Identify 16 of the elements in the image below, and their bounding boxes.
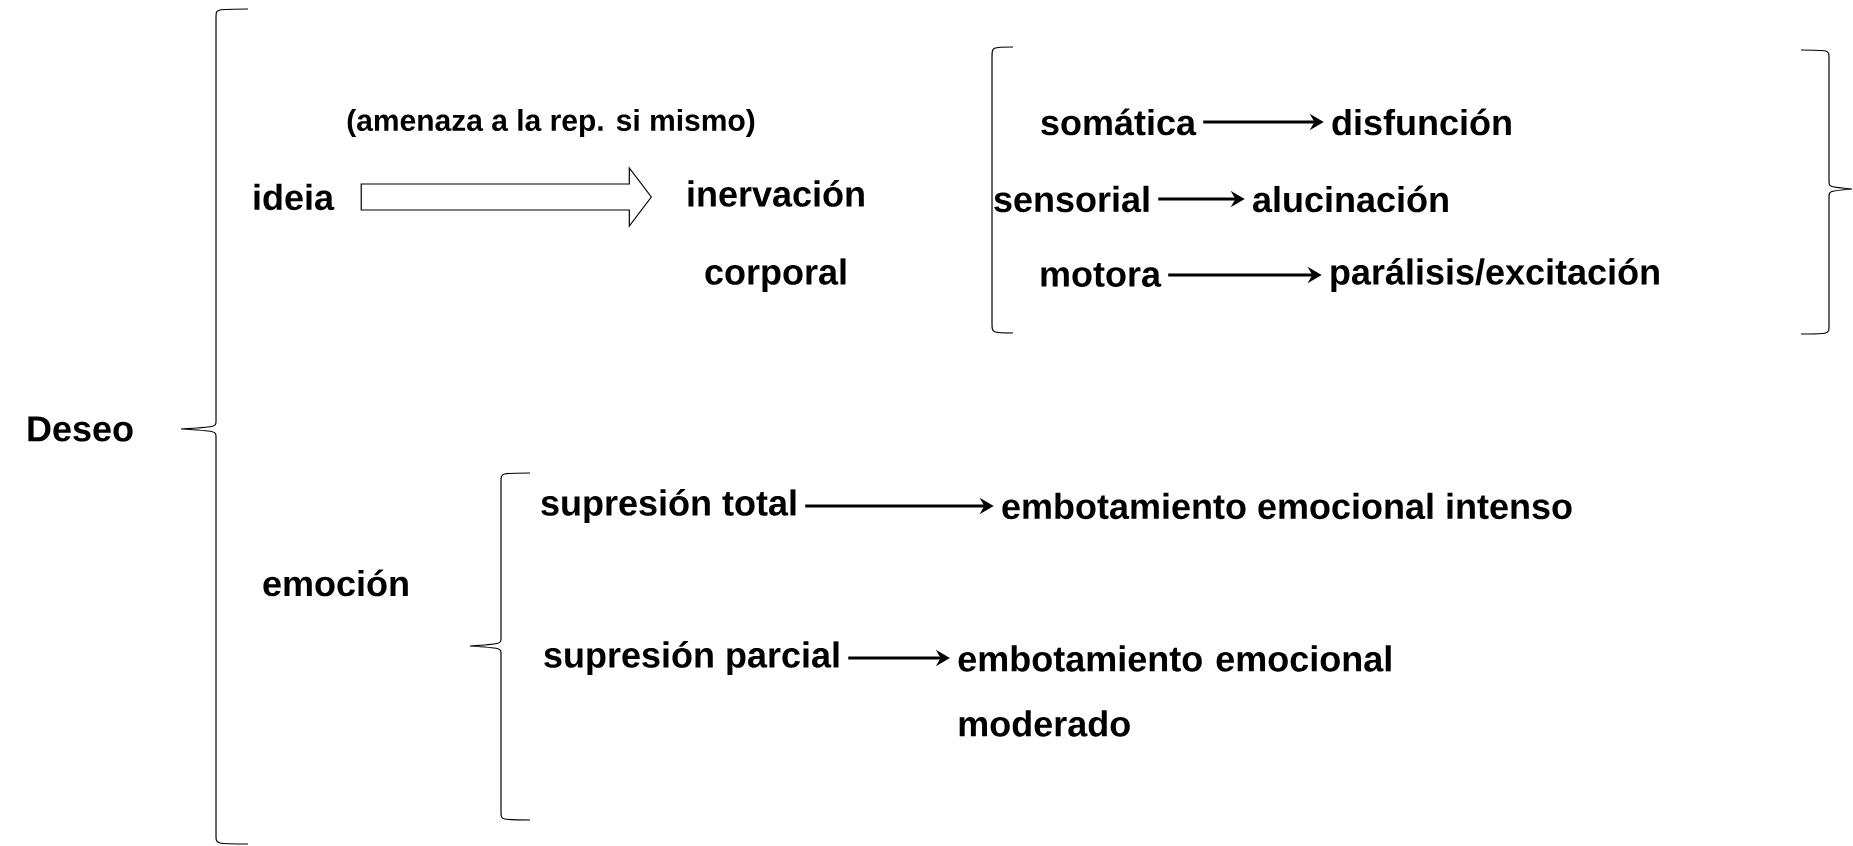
block-arrow bbox=[360, 166, 653, 228]
term-label: parálisis/excitación bbox=[1331, 258, 1659, 292]
term-label: supresión parcial bbox=[544, 641, 839, 675]
heading-label: Deseo bbox=[28, 416, 133, 442]
term-label: inervación corporal bbox=[688, 180, 864, 292]
term-label: motora bbox=[1041, 263, 1162, 287]
term-label: embotamiento emocional intenso bbox=[1002, 492, 1572, 520]
term-label: somática bbox=[1041, 108, 1197, 136]
term-label: sensorial bbox=[994, 185, 1149, 213]
branch-label: emoción bbox=[263, 569, 408, 597]
term-label: embotamiento emocional moderado bbox=[958, 645, 1391, 737]
term-label: alucinación bbox=[1253, 185, 1448, 213]
note-text: (amenaza a la rep. si mismo) bbox=[347, 109, 755, 137]
term-label: disfunción bbox=[1332, 108, 1511, 136]
term-label: ideia bbox=[254, 183, 335, 211]
term-label: supresión total bbox=[541, 489, 796, 523]
